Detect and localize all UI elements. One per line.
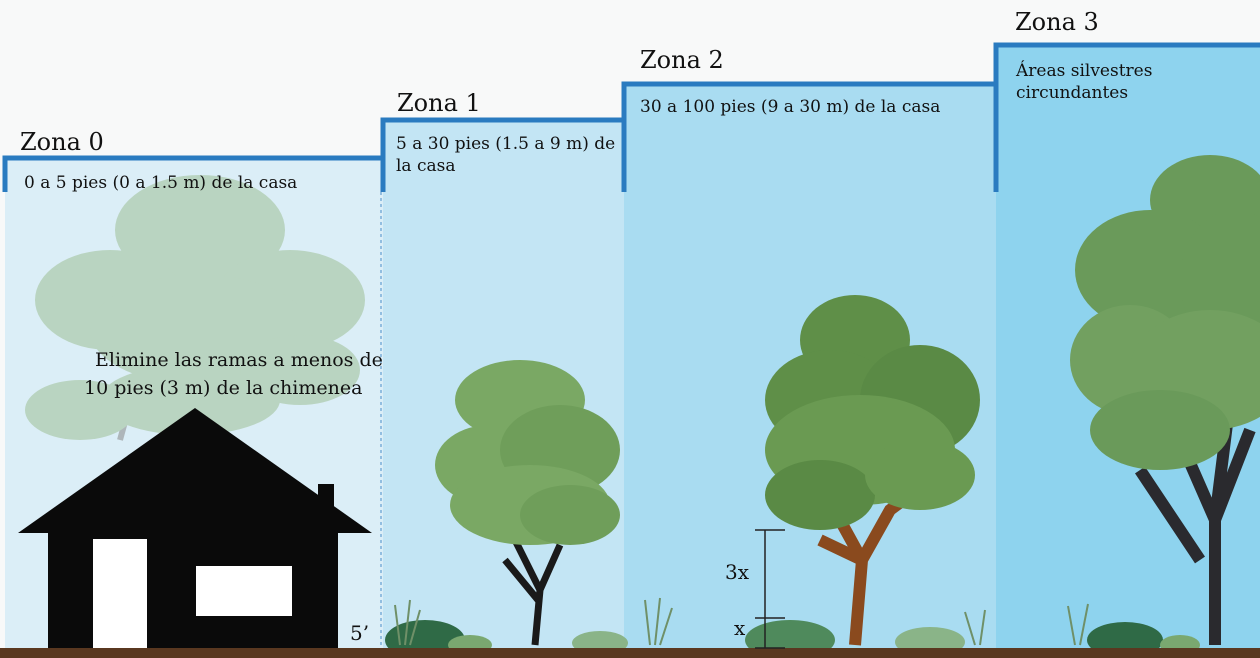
zone-boundaries: [2, 42, 1260, 192]
chimney-branch-note: Elimine las ramas a menos de 10 pies (3 …: [84, 346, 383, 402]
house-window: [196, 566, 292, 616]
house-door: [93, 539, 147, 650]
zone-1-title: Zona 1: [397, 89, 481, 117]
zone-3-title: Zona 3: [1015, 8, 1099, 36]
grass: [394, 597, 1089, 646]
tree-zone-3: [1070, 155, 1260, 645]
height-ratio-label: 3x: [725, 560, 750, 584]
zone-3-description: Áreas silvestres circundantes: [1016, 61, 1153, 103]
chimney-note-line-2: 10 pies (3 m) de la chimenea: [84, 377, 363, 399]
house: [18, 408, 372, 650]
background-tree-zone-0: [25, 175, 365, 441]
base-height-label: x: [734, 616, 746, 640]
tree-zone-2: [765, 295, 980, 646]
ground: [0, 648, 1260, 658]
chimney-note-line-1: Elimine las ramas a menos de: [95, 349, 383, 371]
zone-2-title: Zona 2: [640, 46, 724, 74]
zone-0-title: Zona 0: [20, 128, 104, 156]
zone-2-description: 30 a 100 pies (9 a 30 m) de la casa: [640, 97, 941, 117]
distance-label-5ft: 5’: [350, 621, 370, 645]
zone-0-description: 0 a 5 pies (0 a 1.5 m) de la casa: [24, 173, 298, 193]
zone-1-description: 5 a 30 pies (1.5 a 9 m) de la casa: [396, 134, 616, 176]
height-ratio-marker: [755, 529, 785, 649]
tree-zone-1: [435, 360, 620, 646]
